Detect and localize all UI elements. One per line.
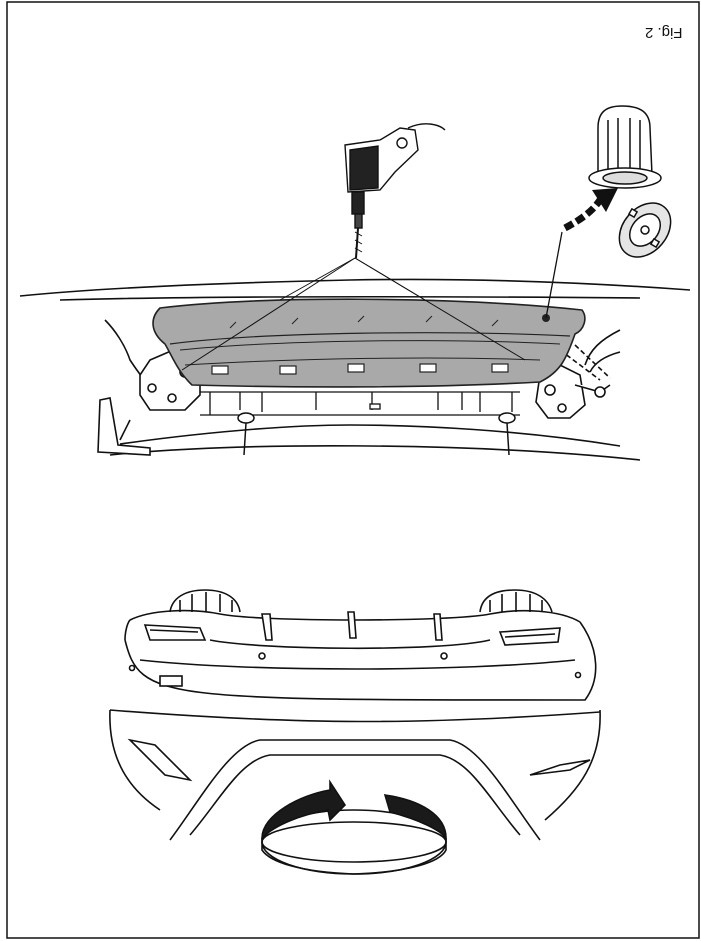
highlighted-panel bbox=[152, 298, 586, 388]
page-border bbox=[6, 1, 700, 939]
push-clip-icon bbox=[588, 105, 672, 258]
rear-bumper bbox=[109, 589, 601, 841]
rotate-arrow-icon bbox=[261, 779, 447, 875]
figure-label: Fig. 2 bbox=[645, 24, 683, 41]
rear-body-outline bbox=[19, 278, 691, 461]
drill-icon bbox=[344, 123, 446, 259]
clip-pointer-line bbox=[545, 231, 563, 319]
underbody-ribs bbox=[200, 391, 520, 416]
drill-lines bbox=[181, 257, 526, 371]
fastener-icon bbox=[237, 412, 516, 456]
right-bracket bbox=[535, 344, 611, 419]
curved-arrow-icon bbox=[563, 188, 618, 232]
